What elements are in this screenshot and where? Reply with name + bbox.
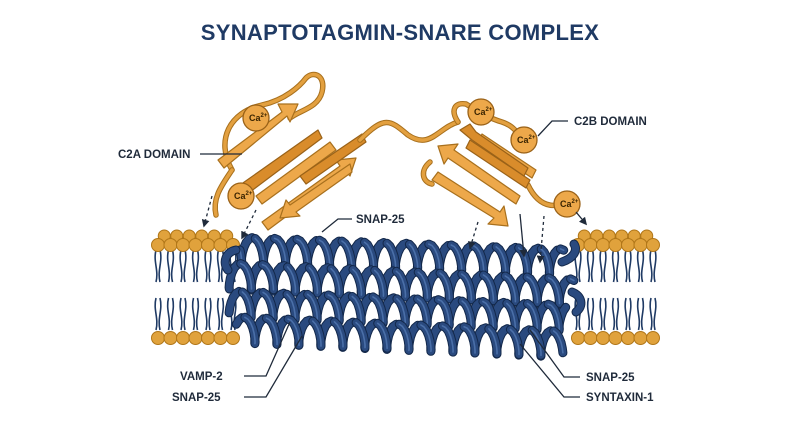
svg-text:Ca2+: Ca2+: [560, 199, 579, 209]
arrow-c2a-membrane-1: [201, 195, 213, 228]
calcium-ion-5: Ca2+: [553, 190, 581, 218]
label-vamp2: VAMP-2: [180, 371, 223, 383]
arrow-c2b-helix-2: [536, 215, 545, 264]
svg-text:Ca2+: Ca2+: [517, 135, 536, 145]
label-snap25-left: SNAP-25: [172, 392, 221, 404]
c2a-c2b-linker: [358, 120, 460, 142]
snare-helix-bundle: [220, 233, 586, 361]
c2b-domain: [420, 100, 575, 227]
helix-snap25-bottom: [231, 312, 568, 361]
arrow-c2b-helix-1: [468, 221, 479, 250]
c2a-beta-strand-3: [255, 141, 337, 205]
c2b-beta-strand-1: [437, 143, 521, 205]
label-snap25-right: SNAP-25: [586, 372, 635, 384]
c2a-domain: [212, 71, 367, 231]
label-snap25-top: SNAP-25: [356, 214, 405, 226]
leader-snap25-right: [529, 329, 580, 378]
calcium-ion-3: Ca2+: [467, 98, 495, 126]
helix-snap25-top: [235, 233, 569, 279]
arrow-c2b-helix-3: [519, 213, 528, 258]
membrane-left: [151, 229, 240, 345]
diagram-title: SYNAPTOTAGMIN-SNARE COMPLEX: [200, 20, 600, 45]
label-c2b-domain: C2B DOMAIN: [574, 116, 647, 128]
leader-c2b: [537, 120, 568, 137]
svg-text:Ca2+: Ca2+: [234, 191, 253, 201]
arrow-c2a-membrane-2: [241, 209, 257, 240]
calcium-ion-1: Ca2+: [242, 104, 270, 132]
c2a-beta-strand-5: [299, 133, 367, 185]
c2b-beta-strand-3: [431, 171, 509, 227]
membrane-right: [571, 229, 660, 345]
calcium-ion-4: Ca2+: [510, 126, 538, 154]
calcium-ion-2: Ca2+: [227, 182, 255, 210]
leader-vamp2: [244, 321, 291, 377]
leader-snap25-top: [321, 218, 352, 233]
label-syntaxin1: SYNTAXIN-1: [586, 392, 654, 404]
helix-vamp2: [224, 259, 579, 309]
leader-snap25-left: [244, 335, 303, 398]
arrow-c2b-membrane: [575, 211, 587, 226]
label-c2a-domain: C2A DOMAIN: [118, 149, 190, 161]
c2b-beta-strand-5: [459, 123, 529, 177]
leader-syntaxin1: [519, 343, 580, 398]
helix-syntaxin1: [224, 286, 571, 336]
c2a-beta-strand-1: [217, 103, 299, 169]
svg-text:Ca2+: Ca2+: [249, 113, 268, 123]
svg-text:Ca2+: Ca2+: [474, 107, 493, 117]
c2a-beta-strand-6: [279, 163, 353, 219]
